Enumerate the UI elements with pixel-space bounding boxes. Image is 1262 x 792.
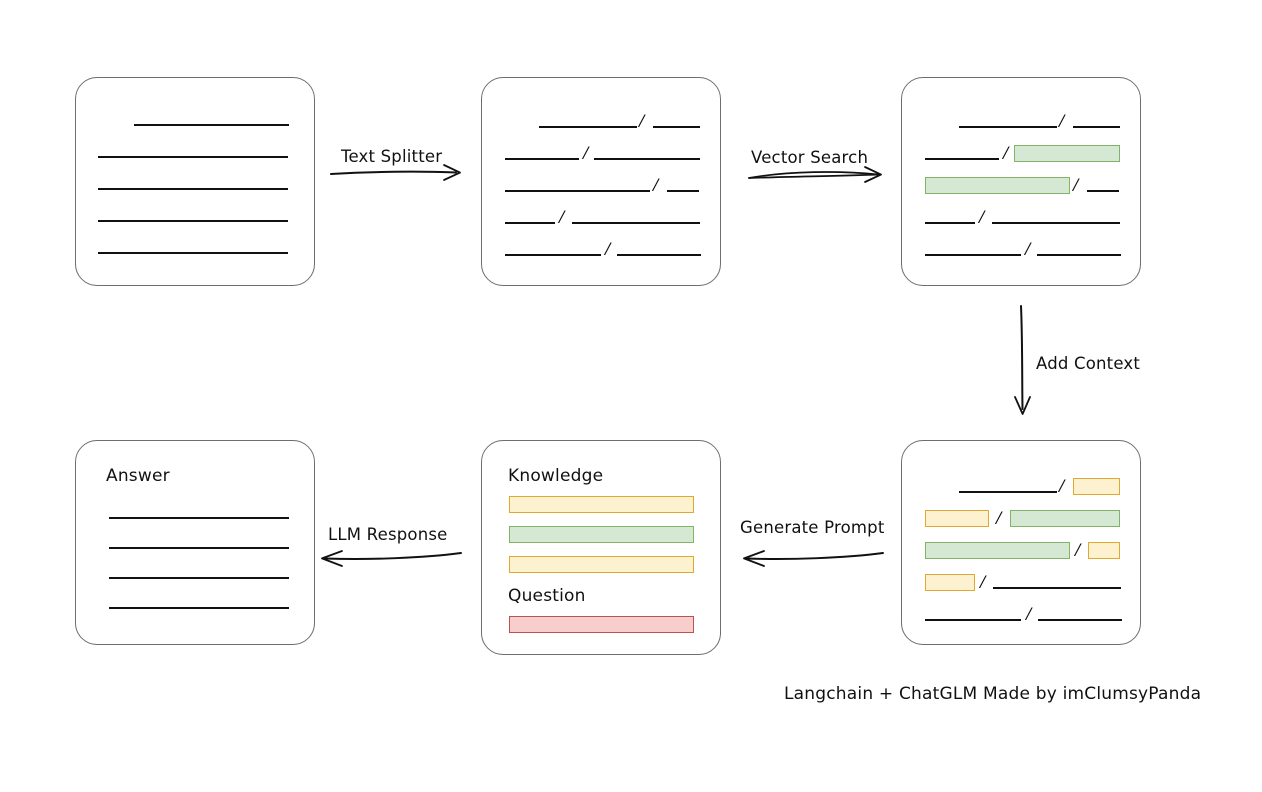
document-line-segment: [505, 222, 555, 224]
answer-line: [109, 607, 289, 609]
document-line-segment: [959, 491, 1057, 493]
source-document-body: [76, 78, 314, 285]
answer-line: [109, 517, 289, 519]
document-line-segment: [1038, 619, 1122, 621]
edge-add-context: [1011, 305, 1037, 420]
document-line-segment: [653, 126, 700, 128]
document-line-segment: [925, 222, 975, 224]
split-slash: /: [1075, 540, 1081, 561]
split-slash: /: [979, 207, 985, 228]
split-slash: /: [1026, 604, 1032, 625]
context-chunk-yellow[interactable]: [925, 510, 989, 527]
document-line-segment: [505, 158, 579, 160]
answer-line: [109, 577, 289, 579]
split-slash: /: [639, 111, 645, 132]
question-label: Question: [508, 586, 586, 606]
split-document-body: / / / / /: [482, 78, 720, 285]
edge-generate-prompt: [740, 545, 886, 571]
edge-llm-response: [318, 545, 464, 571]
document-line: [134, 124, 289, 126]
knowledge-bar-yellow[interactable]: [509, 556, 694, 573]
matched-chunk-green[interactable]: [925, 177, 1070, 194]
split-slash: /: [559, 207, 565, 228]
edge-label-vector-search: Vector Search: [751, 148, 869, 167]
edge-label-add-context: Add Context: [1036, 354, 1141, 373]
matched-chunk-green[interactable]: [1010, 510, 1120, 527]
document-line-segment: [993, 587, 1121, 589]
document-line-segment: [925, 158, 999, 160]
document-line-segment: [1073, 126, 1120, 128]
knowledge-bar-yellow[interactable]: [509, 496, 694, 513]
split-slash: /: [1003, 143, 1009, 164]
context-chunk-yellow[interactable]: [925, 574, 975, 591]
context-chunk-yellow[interactable]: [1073, 478, 1120, 495]
split-slash: /: [980, 572, 986, 593]
document-line-segment: [505, 254, 601, 256]
document-line-segment: [1087, 190, 1119, 192]
knowledge-label: Knowledge: [508, 466, 604, 486]
document-line-segment: [925, 619, 1021, 621]
edge-label-generate-prompt: Generate Prompt: [740, 518, 885, 537]
split-slash: /: [653, 175, 659, 196]
document-line-segment: [594, 158, 700, 160]
answer-card-body: Answer: [76, 441, 314, 644]
document-line: [98, 252, 288, 254]
matched-chunk-green[interactable]: [925, 542, 1070, 559]
context-document-card[interactable]: / / / / /: [901, 440, 1141, 645]
document-line: [98, 156, 288, 158]
prompt-card[interactable]: Knowledge Question: [481, 440, 721, 655]
split-slash: /: [1059, 111, 1065, 132]
question-bar-red[interactable]: [509, 616, 694, 633]
document-line-segment: [617, 254, 701, 256]
prompt-card-body: Knowledge Question: [482, 441, 720, 654]
matched-document-card[interactable]: / / / / /: [901, 77, 1141, 286]
split-document-card[interactable]: / / / / /: [481, 77, 721, 286]
answer-line: [109, 547, 289, 549]
matched-chunk-green[interactable]: [1014, 145, 1120, 162]
document-line-segment: [925, 254, 1021, 256]
document-line-segment: [959, 126, 1057, 128]
document-line: [98, 220, 288, 222]
document-line-segment: [539, 126, 637, 128]
diagram-caption: Langchain + ChatGLM Made by imClumsyPand…: [784, 684, 1202, 704]
matched-document-body: / / / / /: [902, 78, 1140, 285]
answer-card[interactable]: Answer: [75, 440, 315, 645]
document-line-segment: [667, 190, 699, 192]
split-slash: /: [1073, 175, 1079, 196]
document-line-segment: [992, 222, 1120, 224]
document-line-segment: [1037, 254, 1121, 256]
split-slash: /: [583, 143, 589, 164]
split-slash: /: [605, 239, 611, 260]
split-slash: /: [996, 508, 1002, 529]
split-slash: /: [1025, 239, 1031, 260]
edge-vector-search: [748, 162, 886, 188]
split-slash: /: [1059, 476, 1065, 497]
edge-label-text-splitter: Text Splitter: [341, 147, 443, 166]
answer-title: Answer: [106, 466, 170, 486]
document-line-segment: [505, 190, 650, 192]
context-document-body: / / / / /: [902, 441, 1140, 644]
context-chunk-yellow[interactable]: [1088, 542, 1120, 559]
source-document-card[interactable]: [75, 77, 315, 286]
edge-label-llm-response: LLM Response: [328, 525, 448, 544]
document-line: [98, 188, 288, 190]
document-line-segment: [572, 222, 700, 224]
knowledge-bar-green[interactable]: [509, 526, 694, 543]
edge-text-splitter: [330, 160, 465, 186]
